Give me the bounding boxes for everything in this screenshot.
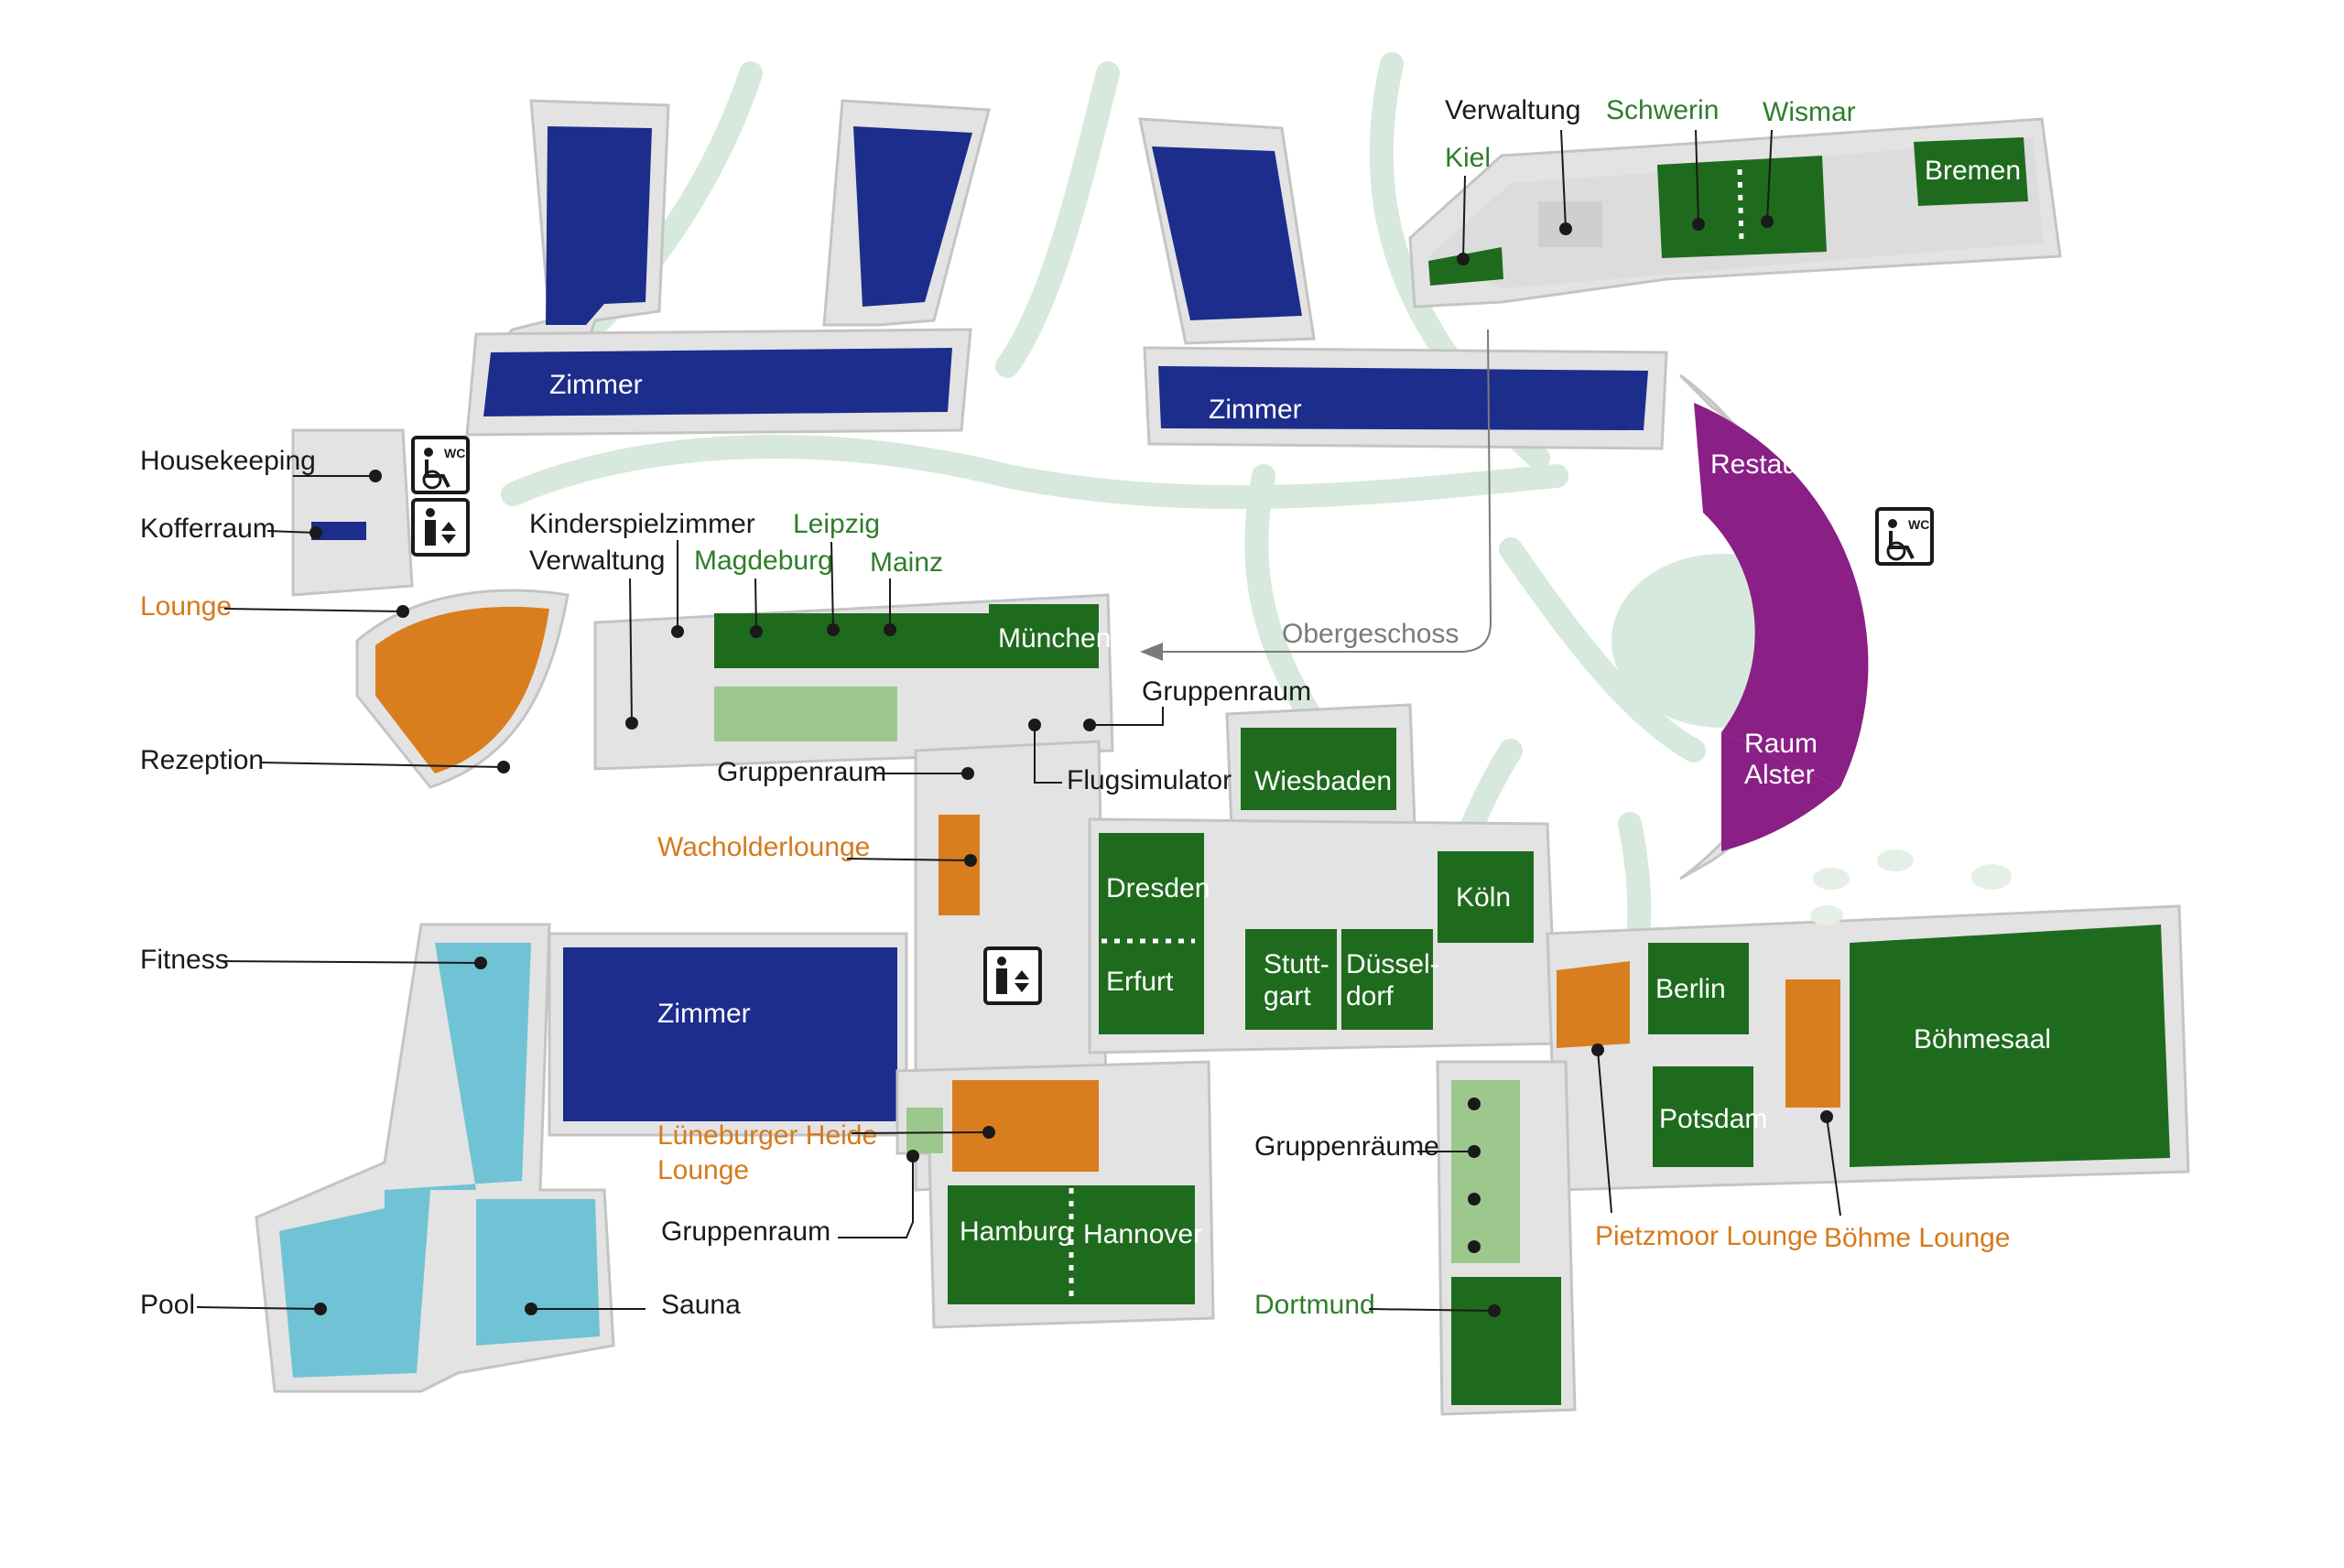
label-duesseldorf-1: Düssel- — [1346, 949, 1439, 979]
label-obergeschoss: Obergeschoss — [1282, 619, 1459, 649]
room-labels: Zimmer Zimmer Zimmer Bremen Restaurant R… — [549, 156, 2051, 1249]
label-boehmesaal: Böhmesaal — [1914, 1024, 2051, 1054]
room-boehme-lounge[interactable] — [1785, 979, 1840, 1108]
label-kinderspielzimmer: Kinderspielzimmer — [529, 509, 755, 539]
label-schwerin: Schwerin — [1606, 95, 1719, 125]
room-restaurant[interactable] — [1694, 403, 1869, 787]
room-zimmer-1[interactable] — [483, 348, 952, 416]
wing-obergeschoss — [1408, 117, 2062, 308]
label-lueneburger-1: Lüneburger Heide — [657, 1120, 877, 1151]
room-koeln[interactable] — [1438, 851, 1534, 943]
label-gruppenraum-1: Gruppenraum — [1142, 676, 1311, 707]
label-kofferraum: Kofferraum — [140, 514, 276, 544]
room-lounge[interactable] — [375, 606, 549, 773]
room-wiesbaden[interactable] — [1241, 728, 1396, 810]
label-koeln: Köln — [1456, 882, 1511, 913]
label-lueneburger-2: Lounge — [657, 1155, 749, 1185]
east-block — [1546, 904, 2190, 1192]
label-erfurt: Erfurt — [1106, 967, 1174, 997]
room-dividers — [1069, 168, 1744, 1300]
label-berlin: Berlin — [1655, 974, 1726, 1004]
label-wismar: Wismar — [1763, 97, 1856, 127]
elevator-icon — [411, 498, 470, 557]
label-restaurant: Restaurant — [1710, 449, 1845, 480]
label-hamburg: Hamburg — [960, 1217, 1072, 1247]
room-pool[interactable] — [279, 943, 531, 1378]
wing-north-center — [1138, 117, 1668, 450]
label-stuttgart-2: gart — [1264, 981, 1311, 1011]
label-zimmer-2: Zimmer — [1209, 395, 1302, 425]
label-raum: Raum — [1744, 729, 1818, 759]
label-zimmer-1: Zimmer — [549, 370, 643, 400]
label-magdeburg: Magdeburg — [694, 546, 833, 576]
label-lounge: Lounge — [140, 591, 232, 622]
room-boehmesaal[interactable] — [1850, 925, 2170, 1167]
label-leipzig: Leipzig — [793, 509, 880, 539]
callout-labels: Verwaltung Schwerin Wismar Kiel Obergesc… — [140, 95, 2011, 1320]
label-duesseldorf-2: dorf — [1346, 981, 1394, 1011]
label-gruppenraum-3: Gruppenraum — [661, 1217, 830, 1247]
label-sauna: Sauna — [661, 1290, 741, 1320]
room-pietzmoor-lounge[interactable] — [1557, 961, 1630, 1048]
label-verwaltung-top: Verwaltung — [1445, 95, 1580, 125]
label-kiel: Kiel — [1445, 143, 1491, 173]
room-zimmer-3[interactable] — [563, 947, 897, 1121]
label-gruppenraeume: Gruppenräume — [1254, 1131, 1439, 1162]
label-pool: Pool — [140, 1290, 195, 1320]
label-housekeeping: Housekeeping — [140, 446, 316, 476]
label-fitness: Fitness — [140, 945, 229, 975]
label-dortmund: Dortmund — [1254, 1290, 1375, 1320]
label-verwaltung: Verwaltung — [529, 546, 665, 576]
tree-icons — [1810, 849, 2012, 925]
label-rezeption: Rezeption — [140, 745, 264, 775]
label-flugsimulator: Flugsimulator — [1067, 765, 1232, 795]
restaurant-wing — [1678, 373, 1869, 881]
label-wacholderlounge: Wacholderlounge — [657, 832, 870, 862]
room-muenchen[interactable] — [989, 604, 1099, 668]
room-bremen[interactable] — [1914, 137, 2028, 206]
label-dresden: Dresden — [1106, 873, 1210, 903]
label-muenchen: München — [998, 623, 1111, 654]
room-dortmund[interactable] — [1451, 1277, 1561, 1405]
wc-icon-restaurant: WC — [1875, 507, 1934, 566]
wc-text: WC — [444, 446, 465, 460]
label-zimmer-3: Zimmer — [657, 999, 751, 1029]
wc-icon: WC — [411, 436, 470, 494]
elevator-icon-central — [983, 946, 1042, 1005]
room-zimmer-2[interactable] — [1158, 366, 1648, 430]
label-hannover: Hannover — [1083, 1219, 1202, 1249]
label-mainz: Mainz — [870, 547, 943, 578]
wc-text-restaurant: WC — [1908, 517, 1929, 532]
label-boehme-lounge: Böhme Lounge — [1824, 1223, 2011, 1253]
south-central-block — [548, 932, 1577, 1416]
label-alster: Alster — [1744, 760, 1815, 790]
label-stuttgart-1: Stutt- — [1264, 949, 1329, 979]
west-block — [291, 428, 1114, 789]
room-potsdam[interactable] — [1653, 1066, 1753, 1167]
label-gruppenraum-2: Gruppenraum — [717, 757, 886, 787]
label-pietzmoor-lounge: Pietzmoor Lounge — [1595, 1221, 1818, 1251]
room-sauna[interactable] — [476, 1199, 600, 1346]
wing-north-west — [465, 99, 991, 437]
room-raum-alster[interactable] — [1721, 732, 1840, 851]
label-bremen: Bremen — [1925, 156, 2021, 186]
room-berlin[interactable] — [1648, 943, 1749, 1034]
room-lueneburger-heide-lounge[interactable] — [952, 1080, 1099, 1172]
label-potsdam: Potsdam — [1659, 1104, 1767, 1134]
label-wiesbaden: Wiesbaden — [1254, 766, 1392, 796]
